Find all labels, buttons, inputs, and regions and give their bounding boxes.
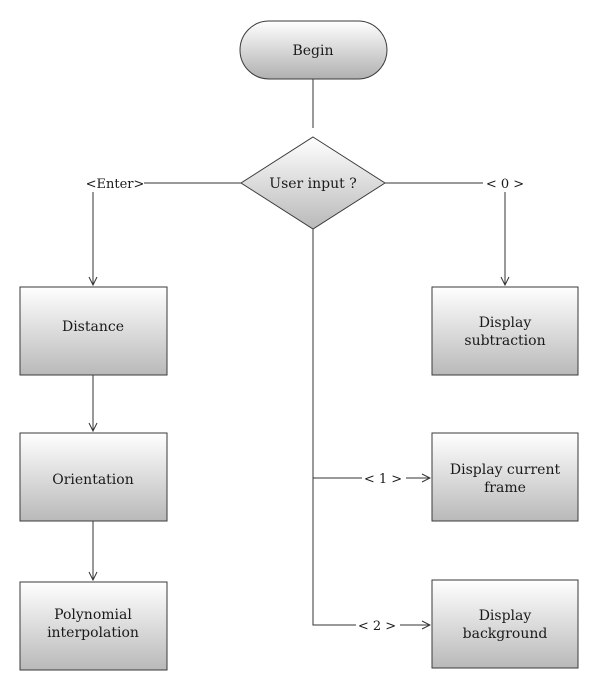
polynomial-interpolation-box: Polynomial interpolation bbox=[19, 581, 168, 671]
edge-label-enter: <Enter> bbox=[86, 177, 145, 192]
orientation-label: Orientation bbox=[52, 472, 133, 488]
display-background-line2: background bbox=[463, 626, 548, 642]
orientation-box: Orientation bbox=[19, 432, 168, 522]
display-current-frame-line2: frame bbox=[484, 480, 526, 496]
enter-label-bg bbox=[86, 174, 144, 192]
edge-label-two: < 2 > bbox=[358, 619, 396, 634]
edge-label-zero: < 0 > bbox=[486, 177, 524, 192]
display-current-frame-box: Display current frame bbox=[431, 432, 579, 522]
connector-decision-subtraction bbox=[385, 182, 505, 285]
display-subtraction-box: Display subtraction bbox=[431, 286, 579, 376]
zero-label-bg bbox=[483, 174, 527, 192]
begin-label: Begin bbox=[292, 43, 333, 59]
edge-label-one: < 1 > bbox=[364, 472, 402, 487]
connector-decision-background bbox=[312, 478, 430, 625]
two-label-bg bbox=[356, 616, 400, 634]
display-subtraction-line2: subtraction bbox=[464, 333, 545, 349]
display-background-line1: Display bbox=[479, 608, 532, 624]
polynomial-label-line1: Polynomial bbox=[54, 607, 132, 623]
decision-label: User input ? bbox=[269, 176, 356, 192]
distance-box: Distance bbox=[19, 286, 168, 376]
polynomial-label-line2: interpolation bbox=[47, 625, 139, 641]
distance-label: Distance bbox=[62, 319, 124, 335]
begin-terminator: Begin bbox=[239, 20, 388, 80]
connector-decision-distance bbox=[93, 182, 241, 285]
connector-decision-current-frame bbox=[312, 229, 430, 478]
user-input-decision: User input ? bbox=[240, 136, 386, 230]
display-current-frame-line1: Display current bbox=[450, 462, 561, 478]
display-background-box: Display background bbox=[431, 579, 579, 669]
one-label-bg bbox=[362, 469, 406, 487]
display-subtraction-line1: Display bbox=[479, 315, 532, 331]
